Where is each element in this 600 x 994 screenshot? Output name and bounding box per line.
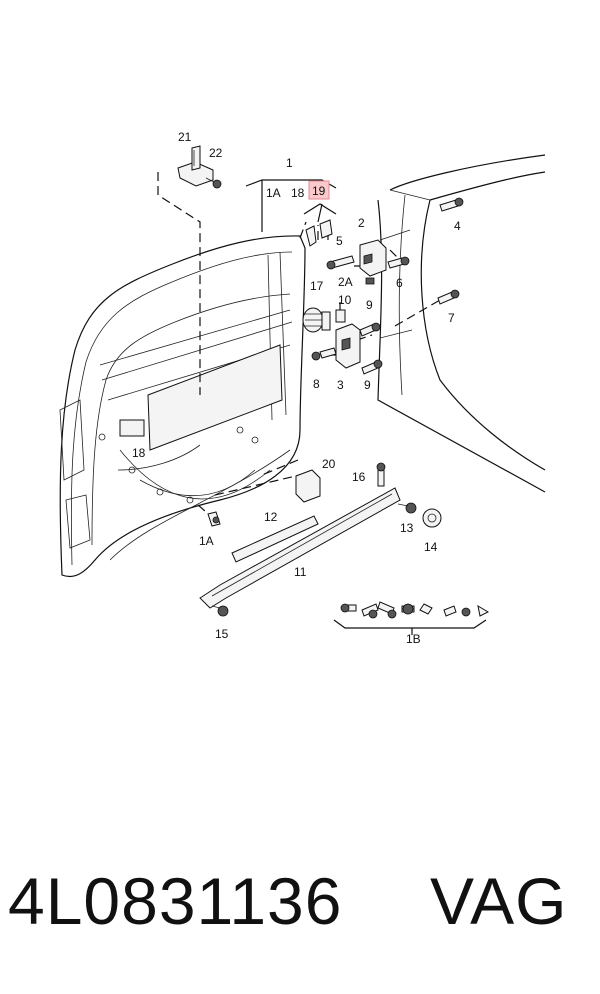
body-pillar [377, 154, 546, 493]
part-9-bolt-b [361, 359, 383, 375]
part-1B-fasteners [340, 601, 490, 619]
label-2A: 2A [338, 275, 353, 289]
label-11: 11 [294, 565, 307, 579]
label-15: 15 [215, 627, 229, 641]
label-16: 16 [352, 470, 366, 484]
label-1: 1 [286, 156, 293, 170]
label-2: 2 [358, 216, 365, 230]
label-7: 7 [448, 311, 455, 325]
label-1A: 1A [199, 534, 214, 548]
label-1B: 1B [406, 632, 421, 646]
part-3-hinge [335, 323, 361, 369]
label-21: 21 [178, 130, 192, 144]
part-14-clip [422, 508, 442, 528]
highlight-19 [308, 180, 330, 200]
label-19: 19 [312, 184, 326, 198]
part-5-bolt [326, 255, 355, 270]
part-16-bolt [376, 462, 386, 487]
label-4: 4 [454, 219, 461, 233]
label-13: 13 [400, 521, 414, 535]
label-8: 8 [313, 377, 320, 391]
label-20: 20 [322, 457, 336, 471]
label-18: 18 [132, 446, 146, 460]
part-6-bolt [387, 256, 410, 269]
label-10: 10 [338, 293, 352, 307]
part-4-bolt [439, 197, 464, 212]
label-5: 5 [336, 234, 343, 248]
label-9-a: 9 [366, 298, 373, 312]
part-10-sleeve [335, 309, 346, 323]
part-22-screw [205, 177, 222, 189]
part-2-hinge [359, 239, 387, 277]
door-parts-diagram: 1 1A 18 19 21 22 2 2A 4 5 6 7 17 10 9 3 … [59, 130, 546, 646]
door-shell [59, 235, 306, 578]
part-21-bracket [177, 145, 214, 187]
label-12: 12 [264, 510, 278, 524]
label-1A-top: 1A [266, 186, 281, 200]
part-7-bolt [437, 289, 460, 305]
part-9-bolt-a [359, 322, 381, 337]
part-11-rail [199, 487, 401, 609]
leader-lines [157, 172, 441, 518]
label-18-top: 18 [291, 186, 305, 200]
part-2A-pin [365, 277, 375, 285]
part-labels: 1 1A 18 19 21 22 2 2A 4 5 6 7 17 10 9 3 … [132, 130, 461, 646]
part-12-strip [231, 515, 319, 563]
part-17-striker [302, 307, 331, 333]
label-17: 17 [310, 279, 324, 293]
part-20-block [295, 469, 321, 503]
part-1A-clip [207, 511, 221, 527]
part-13-bolt [397, 502, 417, 514]
brand-name: VAG [430, 864, 568, 938]
part-19-clip [305, 219, 333, 247]
label-9-b: 9 [364, 378, 371, 392]
part-8-bolt [311, 347, 337, 361]
part-15-bolt [211, 605, 229, 617]
part-number: 4L0831136 [8, 864, 343, 938]
label-3: 3 [337, 378, 344, 392]
label-6: 6 [396, 276, 403, 290]
label-14: 14 [424, 540, 438, 554]
label-22: 22 [209, 146, 223, 160]
